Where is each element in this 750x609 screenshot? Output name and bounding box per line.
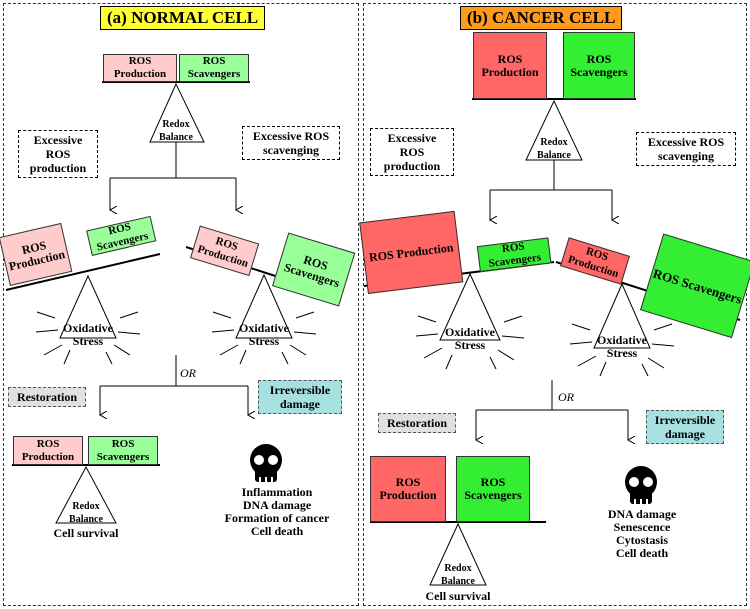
cancer-bottom-redox-balance: Redox Balance — [441, 563, 475, 587]
normal-outcomes: Inflammation DNA damage Formation of can… — [212, 486, 342, 538]
normal-redox-balance-label: Redox Balance — [159, 119, 193, 143]
normal-bottom-ros-scavengers-box: ROS Scavengers — [88, 436, 158, 465]
normal-ros-scavengers-box: ROS Scavengers — [179, 54, 249, 82]
cancer-outcome: Cell death — [615, 546, 669, 560]
cancer-redox-balance-label: Redox Balance — [537, 137, 571, 161]
normal-cell-panel — [3, 3, 359, 606]
cancer-left-oxidative-stress: Oxidative Stress — [445, 325, 495, 352]
cancer-ros-scavengers-box: ROS Scavengers — [563, 32, 635, 99]
normal-ros-production-box: ROS Production — [103, 54, 177, 82]
skull-icon-normal — [250, 444, 282, 482]
skull-icon-cancer — [625, 466, 657, 504]
normal-right-oxidative-stress: Oxidative Stress — [239, 321, 289, 348]
oxidative-stress-burst-marks — [35, 311, 675, 377]
normal-outcome: Formation of cancer — [224, 511, 330, 525]
cancer-bottom-ros-production-box: ROS Production — [370, 456, 446, 522]
cancer-cell-survival: Cell survival — [425, 589, 491, 603]
normal-cell-survival: Cell survival — [53, 526, 119, 540]
cancer-left-ros-production-box: ROS Production — [359, 210, 464, 294]
normal-or-label: OR — [180, 366, 196, 380]
normal-excessive-production: Excessive ROS production — [18, 130, 98, 178]
cancer-bottom-ros-scavengers-box: ROS Scavengers — [456, 456, 530, 522]
cancer-outcomes: DNA damage Senescence Cytostasis Cell de… — [592, 508, 692, 560]
normal-bottom-ros-production-box: ROS Production — [13, 436, 83, 465]
cancer-excessive-production: Excessive ROS production — [370, 128, 454, 176]
normal-bottom-redox-balance: Redox Balance — [69, 501, 103, 525]
normal-irreversible-tag: Irreversible damage — [258, 380, 342, 414]
cancer-excessive-scavenging: Excessive ROS scavenging — [636, 132, 736, 166]
cancer-outcome: DNA damage — [607, 507, 677, 521]
normal-restoration-tag: Restoration — [8, 387, 86, 407]
cancer-outcome: Cytostasis — [615, 533, 668, 547]
cancer-outcome: Senescence — [613, 520, 671, 534]
normal-outcome: DNA damage — [242, 498, 312, 512]
cancer-cell-title: (b) CANCER CELL — [460, 6, 623, 30]
normal-outcome: Cell death — [250, 524, 304, 538]
normal-outcome: Inflammation — [241, 485, 313, 499]
cancer-cell-panel — [363, 3, 747, 606]
cancer-irreversible-tag: Irreversible damage — [646, 410, 724, 444]
cancer-restoration-tag: Restoration — [378, 413, 456, 433]
cancer-right-oxidative-stress: Oxidative Stress — [597, 333, 647, 360]
normal-excessive-scavenging: Excessive ROS scavenging — [242, 126, 340, 160]
normal-left-oxidative-stress: Oxidative Stress — [63, 321, 113, 348]
normal-cell-title: (a) NORMAL CELL — [100, 6, 266, 30]
cancer-ros-production-box: ROS Production — [473, 32, 547, 99]
cancer-or-label: OR — [558, 390, 574, 404]
